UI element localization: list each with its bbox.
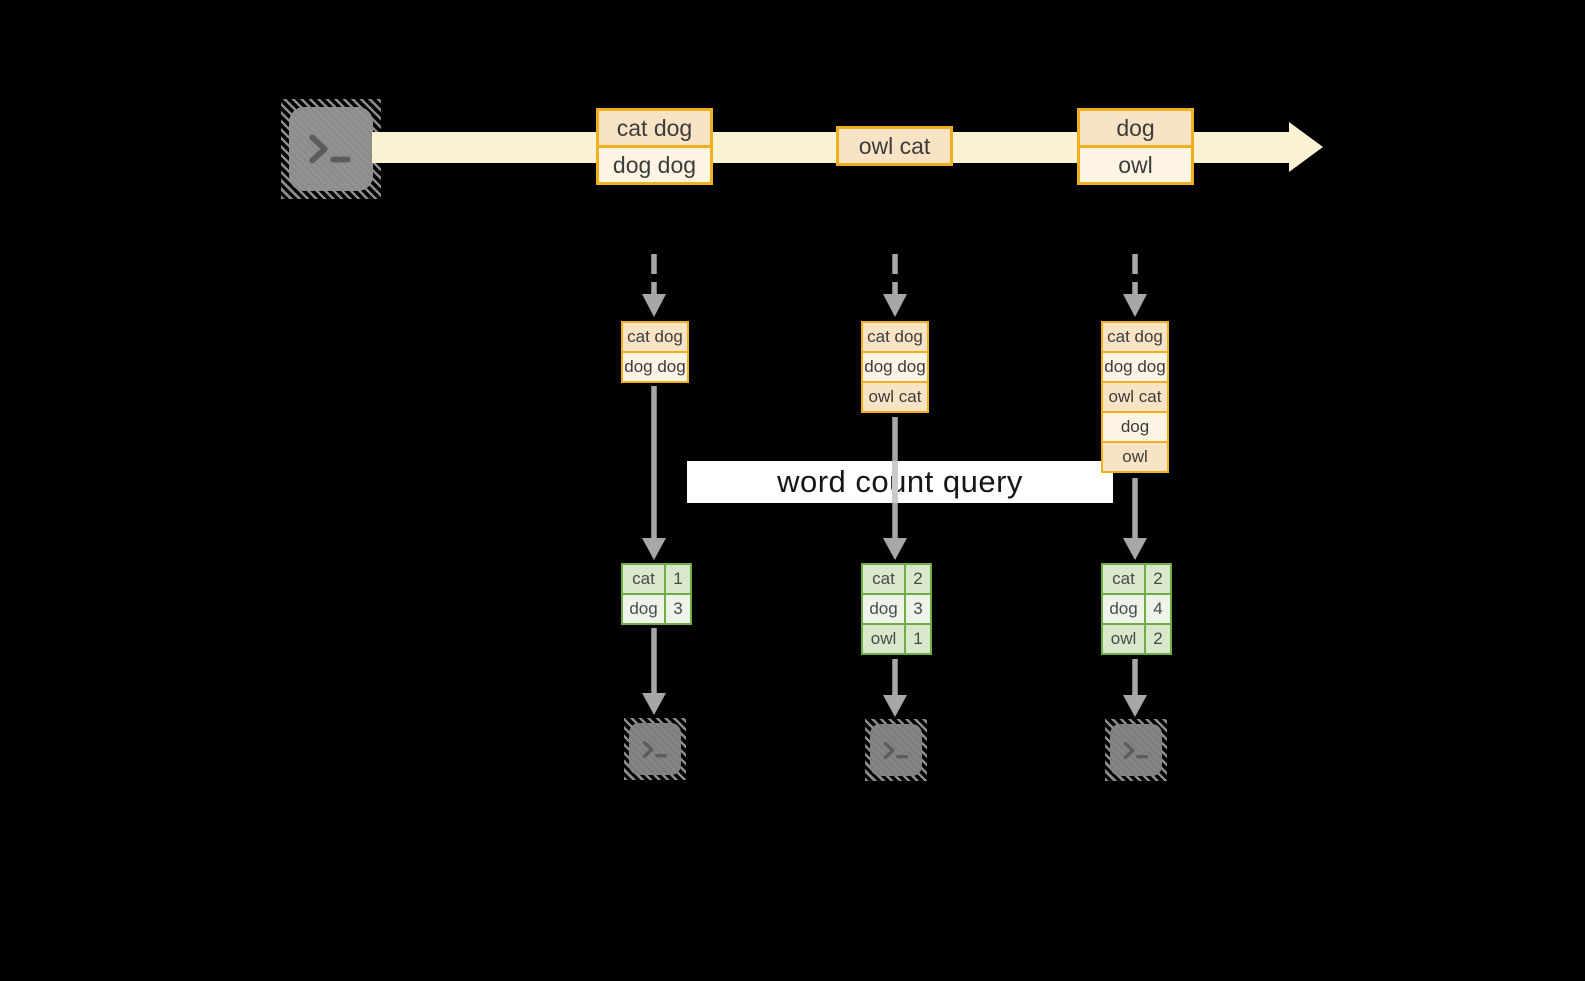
window-record: cat dog [863, 323, 927, 351]
stream-record: owl cat [839, 129, 950, 163]
result-word: dog [863, 595, 904, 623]
result-word: cat [863, 565, 904, 593]
window-record: cat dog [1103, 323, 1167, 351]
result-word: dog [1103, 595, 1144, 623]
result-row: cat 2 [1103, 565, 1170, 593]
result-count: 1 [904, 625, 930, 653]
result-word: dog [623, 595, 664, 623]
result-word: cat [623, 565, 664, 593]
arrow-through-band [892, 461, 898, 503]
result-table-1: cat 1 dog 3 [621, 563, 692, 625]
result-row: dog 3 [623, 593, 690, 623]
result-table-3: cat 2 dog 4 owl 2 [1101, 563, 1172, 655]
stream-record: dog dog [599, 145, 710, 182]
terminal-prompt-icon [1123, 741, 1148, 759]
terminal-sink-icon [1105, 719, 1167, 781]
result-row: cat 2 [863, 565, 930, 593]
result-word: owl [1103, 625, 1144, 653]
terminal-body [289, 107, 373, 191]
query-label: word count query [777, 464, 1023, 499]
result-count: 2 [1144, 565, 1170, 593]
sink-arrow-3 [1123, 659, 1147, 717]
terminal-prompt-icon [642, 740, 667, 758]
result-row: dog 4 [1103, 593, 1170, 623]
window-record: dog dog [1103, 351, 1167, 381]
result-count: 2 [1144, 625, 1170, 653]
terminal-sink-icon [865, 719, 927, 781]
result-count: 3 [664, 595, 690, 623]
result-count: 3 [904, 595, 930, 623]
dashed-arrow-3 [1123, 254, 1147, 317]
stream-record: cat dog [599, 111, 710, 145]
sink-arrow-1 [642, 628, 666, 715]
window-record: owl [1103, 441, 1167, 471]
result-count: 2 [904, 565, 930, 593]
window-records-3: cat dog dog dog owl cat dog owl [1101, 321, 1169, 473]
sink-arrow-2 [883, 659, 907, 717]
result-row: owl 1 [863, 623, 930, 653]
stream-record-group-3: dog owl [1077, 108, 1194, 185]
window-records-2: cat dog dog dog owl cat [861, 321, 929, 413]
window-record: cat dog [623, 323, 687, 351]
terminal-body [629, 723, 681, 775]
query-arrow-1 [642, 386, 666, 560]
terminal-source-icon [281, 99, 381, 199]
window-record: owl cat [863, 381, 927, 411]
stream-record: owl [1080, 145, 1191, 182]
result-row: cat 1 [623, 565, 690, 593]
window-record: dog dog [863, 351, 927, 381]
terminal-sink-icon [624, 718, 686, 780]
stream-record: dog [1080, 111, 1191, 145]
result-row: owl 2 [1103, 623, 1170, 653]
terminal-body [1110, 724, 1162, 776]
result-count: 4 [1144, 595, 1170, 623]
stream-record-group-1: cat dog dog dog [596, 108, 713, 185]
result-word: cat [1103, 565, 1144, 593]
terminal-prompt-icon [883, 741, 908, 759]
window-record: dog dog [623, 351, 687, 381]
dashed-arrow-1 [642, 254, 666, 317]
query-label-band: word count query [687, 461, 1113, 503]
terminal-prompt-icon [309, 134, 351, 164]
query-arrow-3 [1123, 478, 1147, 560]
stream-record-group-2: owl cat [836, 126, 953, 166]
result-row: dog 3 [863, 593, 930, 623]
result-table-2: cat 2 dog 3 owl 1 [861, 563, 932, 655]
window-records-1: cat dog dog dog [621, 321, 689, 383]
terminal-body [870, 724, 922, 776]
window-record: dog [1103, 411, 1167, 441]
result-count: 1 [664, 565, 690, 593]
window-record: owl cat [1103, 381, 1167, 411]
stream-arrow-head [1289, 122, 1323, 172]
dashed-arrow-2 [883, 254, 907, 317]
result-word: owl [863, 625, 904, 653]
